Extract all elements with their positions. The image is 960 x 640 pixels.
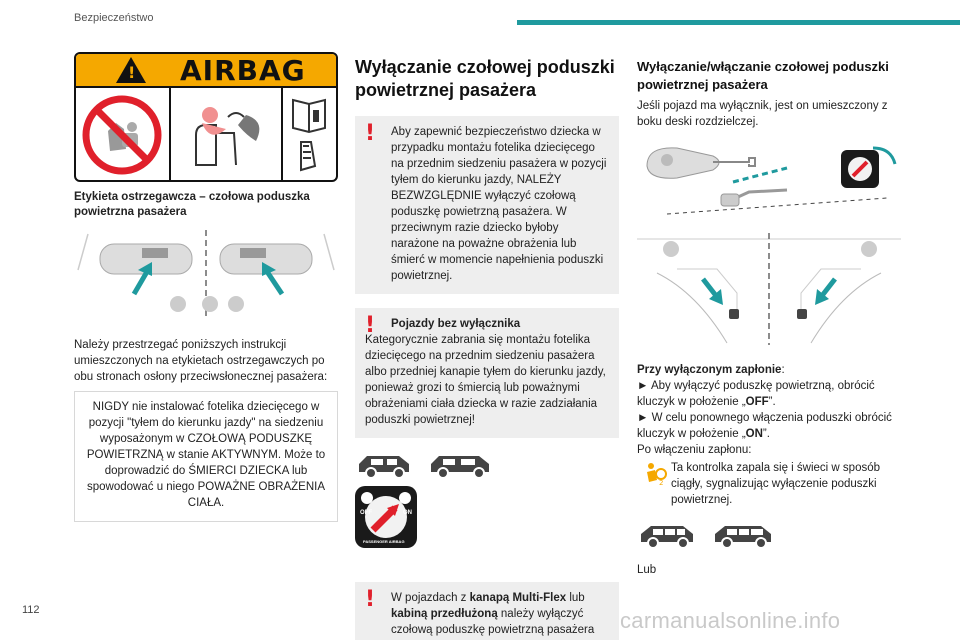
airbag-off-lamp-icon: 2	[647, 463, 667, 486]
page-number: 112	[22, 604, 40, 616]
key-switch-illustration	[637, 142, 901, 227]
switch-on-label: ON	[403, 510, 412, 516]
van-icon	[359, 456, 409, 479]
section-title-deactivate: Wyłączanie czołowej poduszki powietrznej…	[355, 57, 615, 100]
warning-text-no-switch: Kategorycznie zabrania się montażu fotel…	[365, 334, 606, 426]
van-icons-row	[355, 450, 619, 480]
airbag-label-text: AIRBAG	[180, 53, 306, 87]
warning-box-child-safety: ! Aby zapewnić bezpieczeństwo dziecka w …	[355, 116, 619, 294]
warning-exclamation-icon: !	[365, 587, 376, 612]
warning-exclamation-icon: !	[365, 121, 376, 146]
warning-multiflex-suffix: należy wyłączyć czołową poduszkę powietr…	[391, 608, 595, 636]
warning-lamp-text: Ta kontrolka zapala się i świeci w sposó…	[671, 462, 881, 506]
ignition-off-section: Przy wyłączonym zapłonie:	[637, 364, 785, 376]
warning-box-no-switch: ! Pojazdy bez wyłącznika Kategorycznie z…	[355, 308, 619, 438]
dashboard-switch-illustration	[637, 233, 901, 358]
warning-triangle-icon	[116, 57, 146, 83]
switch-ring-label: PASSENGER AIRBAG	[363, 539, 405, 544]
on-position-label: ON	[745, 428, 763, 440]
label-caption: Etykieta ostrzegawcza – czołowa poduszka…	[74, 191, 310, 218]
warning-multiflex-prefix: W pojazdach z	[391, 592, 470, 604]
section-header: Bezpieczeństwo	[74, 12, 154, 24]
read-manual-icon	[283, 88, 336, 180]
sun-visor-illustration	[74, 230, 338, 327]
svg-text:2: 2	[659, 479, 663, 486]
warning-title-no-switch: Pojazdy bez wyłącznika	[391, 318, 521, 330]
minivan-icon	[641, 526, 693, 549]
warning-text-child-safety: Aby zapewnić bezpieczeństwo dziecka w pr…	[391, 126, 607, 282]
header-accent-bar	[517, 20, 960, 25]
section-title-toggle: Wyłączanie/włączanie czołowej poduszki p…	[637, 59, 889, 92]
van-long-icon	[431, 456, 489, 479]
airbag-warning-label: AIRBAG	[74, 52, 338, 182]
step-turn-off-suffix: ”.	[768, 396, 776, 408]
instructions-intro: Należy przestrzegać poniższych instrukcj…	[74, 339, 328, 383]
minivan-icons-row	[637, 520, 901, 550]
left-column: AIRBAG	[74, 52, 338, 522]
never-install-warning-box: NIGDY nie instalować fotelika dziecięceg…	[74, 391, 338, 522]
middle-column: Wyłączanie czołowej poduszki powietrznej…	[355, 52, 619, 640]
warning-multiflex-bold-2: kabiną przedłużoną	[391, 608, 498, 620]
watermark: carmanualsonline.info	[620, 608, 841, 633]
step-turn-on: ► W celu ponownego włączenia poduszki ob…	[637, 410, 901, 442]
airbag-deploy-icon	[171, 88, 283, 180]
switch-off-label: OFF	[360, 510, 372, 516]
or-text: Lub	[637, 564, 657, 576]
off-position-label: OFF	[745, 396, 769, 408]
step-turn-off-text: ► Aby wyłączyć poduszkę powietrzną, obró…	[637, 380, 875, 408]
passenger-airbag-switch-icon: OFF ON PASSENGER AIRBAG	[355, 486, 619, 548]
step-turn-on-suffix: ”.	[762, 428, 770, 440]
after-ignition-text: Po włączeniu zapłonu:	[637, 444, 752, 456]
switch-location-text: Jeśli pojazd ma wyłącznik, jest on umies…	[637, 100, 888, 128]
right-column: Wyłączanie/włączanie czołowej poduszki p…	[637, 52, 901, 578]
warning-box-multiflex: ! W pojazdach z kanapą Multi-Flex lub ka…	[355, 582, 619, 640]
no-rear-facing-seat-icon	[76, 88, 171, 180]
ignition-off-label: Przy wyłączonym zapłonie	[637, 364, 782, 376]
warning-multiflex-bold-1: kanapą Multi-Flex	[469, 592, 567, 604]
step-turn-on-text: ► W celu ponownego włączenia poduszki ob…	[637, 412, 892, 440]
warning-exclamation-icon: !	[365, 313, 376, 338]
minivan-long-icon	[715, 526, 771, 549]
step-turn-off: ► Aby wyłączyć poduszkę powietrzną, obró…	[637, 378, 901, 410]
warning-lamp-row: 2 Ta kontrolka zapala się i świeci w spo…	[637, 460, 901, 508]
warning-multiflex-mid: lub	[566, 592, 585, 604]
